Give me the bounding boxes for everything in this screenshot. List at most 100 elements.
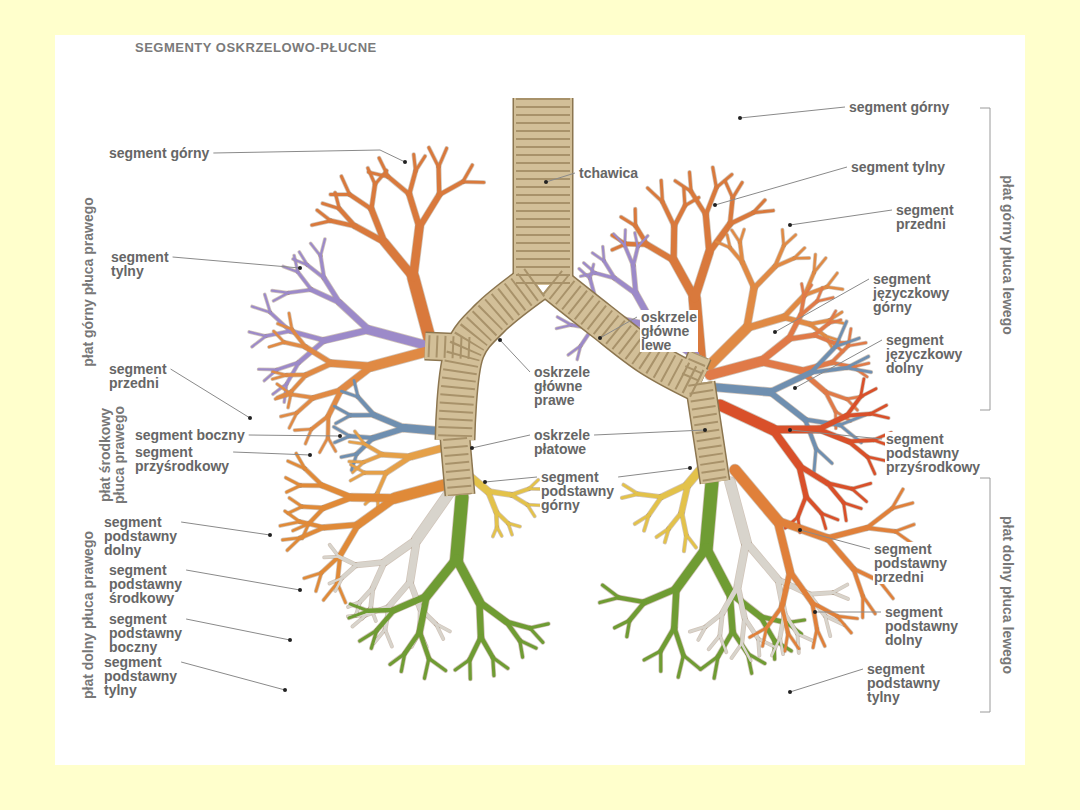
branch-outline bbox=[405, 632, 420, 654]
branch bbox=[334, 427, 350, 436]
branch bbox=[341, 454, 357, 457]
branch-outline bbox=[833, 585, 848, 593]
branch bbox=[683, 655, 700, 669]
branch-outline bbox=[633, 266, 636, 294]
branch-outline bbox=[417, 492, 450, 540]
branch bbox=[614, 234, 625, 246]
branch bbox=[760, 362, 800, 371]
leader-dot bbox=[483, 480, 487, 484]
branch bbox=[706, 215, 709, 252]
branch bbox=[429, 148, 439, 167]
branch bbox=[730, 213, 753, 224]
branch-outline bbox=[556, 325, 571, 329]
branch bbox=[409, 171, 415, 194]
branch-outline bbox=[409, 171, 415, 194]
branch-outline bbox=[470, 637, 481, 660]
leader-line bbox=[594, 430, 705, 435]
branch-outline bbox=[457, 497, 462, 559]
segment-label: segment podstawny przyśrodkowy bbox=[885, 432, 981, 474]
branch-outline bbox=[784, 235, 796, 246]
branch bbox=[529, 480, 538, 489]
branch-outline bbox=[409, 194, 419, 227]
branch-outline bbox=[809, 593, 833, 595]
leader-line bbox=[618, 468, 690, 477]
leader-dot bbox=[703, 428, 707, 432]
branch bbox=[732, 230, 740, 242]
branch-outline bbox=[867, 528, 895, 531]
branch-outline bbox=[706, 548, 729, 593]
branch-outline bbox=[817, 629, 825, 646]
bronchus-outline bbox=[513, 98, 574, 285]
branch-outline bbox=[429, 148, 439, 167]
segment-label: segment podstawny tylny bbox=[103, 655, 178, 697]
branch-outline bbox=[288, 290, 311, 293]
segment-label: segment podstawny górny bbox=[540, 470, 615, 512]
branch bbox=[863, 596, 875, 614]
branch bbox=[849, 440, 874, 441]
branch-outline bbox=[730, 198, 733, 224]
white-panel bbox=[55, 35, 1025, 765]
branch-outline bbox=[782, 572, 790, 607]
leader-dot bbox=[688, 466, 692, 470]
branch bbox=[324, 555, 339, 558]
branch bbox=[508, 523, 512, 534]
branch bbox=[506, 622, 520, 641]
branch bbox=[330, 193, 349, 196]
branch-outline bbox=[383, 455, 412, 457]
branch bbox=[809, 593, 833, 595]
branch bbox=[511, 495, 527, 505]
leader-dot bbox=[403, 160, 407, 164]
branch-outline bbox=[530, 628, 543, 642]
branch-outline bbox=[463, 180, 484, 185]
branch-outline bbox=[481, 637, 493, 658]
branch bbox=[309, 508, 324, 524]
branch bbox=[292, 375, 307, 391]
branch bbox=[788, 335, 814, 339]
branch bbox=[340, 303, 369, 330]
branch bbox=[354, 380, 358, 397]
branch bbox=[293, 524, 309, 531]
branch bbox=[417, 492, 450, 540]
branch bbox=[350, 604, 368, 611]
branch bbox=[635, 515, 649, 524]
branch-outline bbox=[420, 632, 429, 659]
branch-outline bbox=[798, 496, 806, 517]
branch bbox=[278, 324, 292, 330]
branch bbox=[794, 248, 805, 258]
branch-outline bbox=[298, 272, 312, 290]
branch-outline bbox=[644, 651, 661, 660]
branch bbox=[813, 629, 817, 648]
branch-outline bbox=[436, 167, 442, 195]
branch-outline bbox=[413, 277, 430, 340]
branch-outline bbox=[683, 655, 700, 669]
branch bbox=[812, 603, 817, 629]
branch bbox=[661, 484, 688, 497]
branch bbox=[317, 210, 331, 221]
branch-outline bbox=[678, 655, 683, 677]
branch bbox=[747, 288, 754, 328]
leader-dot bbox=[288, 638, 292, 642]
branch bbox=[386, 456, 411, 472]
branch bbox=[833, 593, 848, 599]
branch bbox=[252, 336, 266, 347]
branch bbox=[753, 211, 773, 213]
bracket-tick bbox=[980, 478, 990, 479]
branch bbox=[710, 362, 760, 375]
segment-label: segment przedni bbox=[895, 203, 955, 231]
branch bbox=[852, 489, 867, 502]
branch bbox=[638, 236, 648, 247]
leader-line bbox=[740, 107, 845, 118]
branch bbox=[827, 273, 838, 287]
branch-outline bbox=[738, 542, 746, 586]
leader-dot bbox=[598, 336, 602, 340]
branch-outline bbox=[336, 415, 351, 423]
branch bbox=[429, 658, 446, 670]
branch-outline bbox=[706, 482, 712, 548]
branch bbox=[818, 416, 846, 430]
branch-outline bbox=[816, 448, 832, 463]
branch bbox=[436, 624, 443, 639]
branch bbox=[330, 545, 339, 557]
branch bbox=[770, 392, 805, 419]
branch bbox=[296, 453, 305, 468]
branch bbox=[281, 413, 297, 417]
